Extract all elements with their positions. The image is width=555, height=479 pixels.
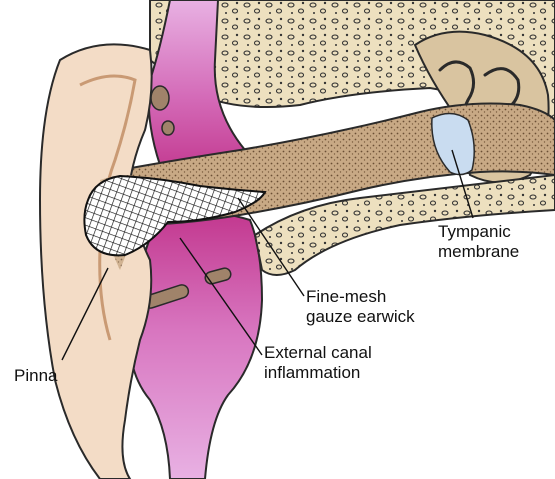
pinna-label-text: Pinna [14,366,57,386]
cartilage-nodule [151,86,169,110]
pinna-shape [40,44,152,479]
pinna-label: Pinna [14,366,57,386]
external-canal-inflammation-label: External canal inflammation [264,343,372,383]
tympanic-label-line1: Tympanic [438,222,519,242]
canal-label-line2: inflammation [264,363,372,383]
gauze-label-line2: gauze earwick [306,307,415,327]
canal-label-line1: External canal [264,343,372,363]
gauze-label-line1: Fine-mesh [306,287,415,307]
tympanic-label-line2: membrane [438,242,519,262]
cartilage-nodule [162,121,174,135]
gauze-earwick-label: Fine-mesh gauze earwick [306,287,415,327]
cartilage-lower [129,211,262,479]
tympanic-membrane-label: Tympanic membrane [438,222,519,262]
